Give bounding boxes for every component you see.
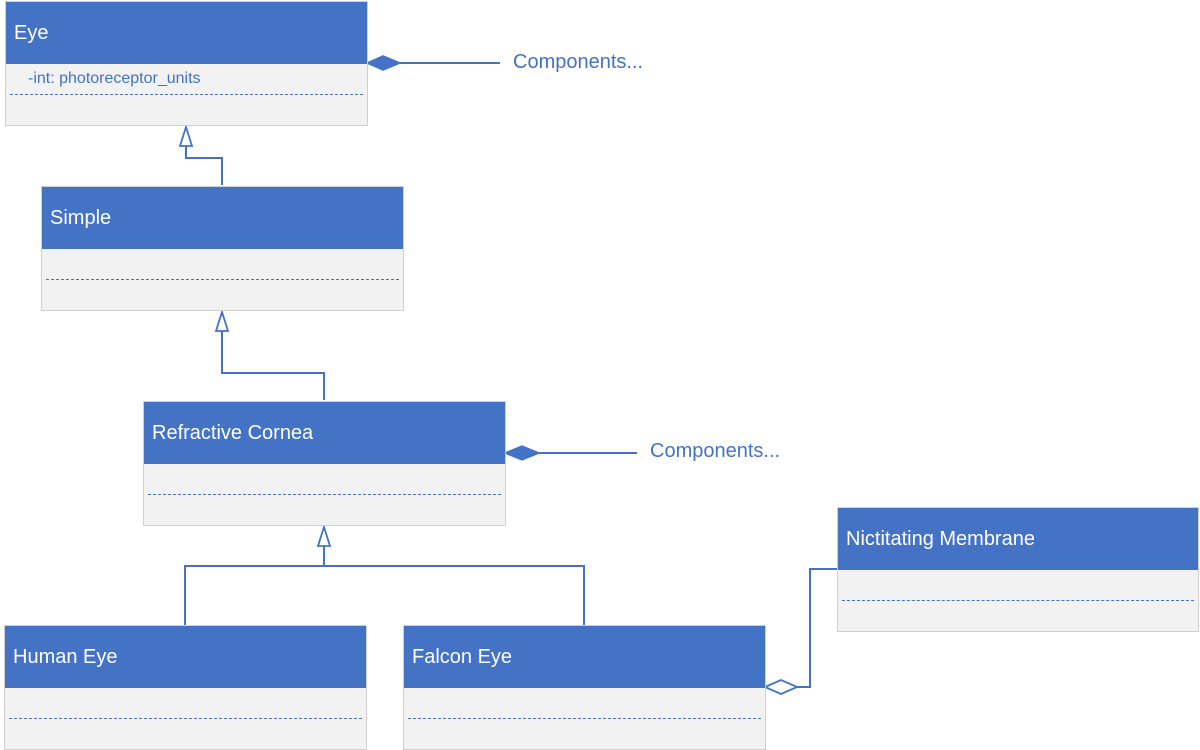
subclass-to-cornea-arrow <box>316 524 332 547</box>
eye-composition-diamond <box>365 55 402 71</box>
class-refractive-cornea-attribute <box>148 464 501 495</box>
class-refractive-cornea-name: Refractive Cornea <box>144 402 505 464</box>
simple-to-eye-arrow <box>178 124 194 147</box>
class-nictitating-membrane-name: Nictitating Membrane <box>838 508 1198 570</box>
class-falcon-eye[interactable]: Falcon Eye <box>403 625 766 750</box>
class-eye[interactable]: Eye -int: photoreceptor_units <box>5 1 368 126</box>
class-nictitating-membrane-attribute <box>842 570 1194 601</box>
cornea-components-note: Components... <box>650 440 781 462</box>
class-nictitating-membrane[interactable]: Nictitating Membrane <box>837 507 1199 632</box>
class-eye-attribute: -int: photoreceptor_units <box>10 64 363 95</box>
eye-components-note: Components... <box>513 51 644 73</box>
cornea-composition-diamond <box>503 445 541 461</box>
human-to-cornea-line <box>184 546 325 625</box>
class-simple-attribute <box>46 249 399 280</box>
class-human-eye-attribute <box>9 688 362 719</box>
class-refractive-cornea[interactable]: Refractive Cornea <box>143 401 506 526</box>
falcon-aggregation-line <box>797 568 838 688</box>
class-simple[interactable]: Simple <box>41 186 404 311</box>
class-falcon-eye-name: Falcon Eye <box>404 626 765 688</box>
class-human-eye-name: Human Eye <box>5 626 366 688</box>
class-simple-name: Simple <box>42 187 403 249</box>
falcon-aggregation-diamond <box>762 679 800 695</box>
falcon-to-cornea-line <box>324 565 585 625</box>
class-falcon-eye-attribute <box>408 688 761 719</box>
cornea-to-simple-arrow <box>214 309 230 332</box>
cornea-to-simple-line <box>221 331 325 400</box>
class-human-eye[interactable]: Human Eye <box>4 625 367 750</box>
class-eye-name: Eye <box>6 2 367 64</box>
simple-to-eye-line <box>185 146 223 185</box>
